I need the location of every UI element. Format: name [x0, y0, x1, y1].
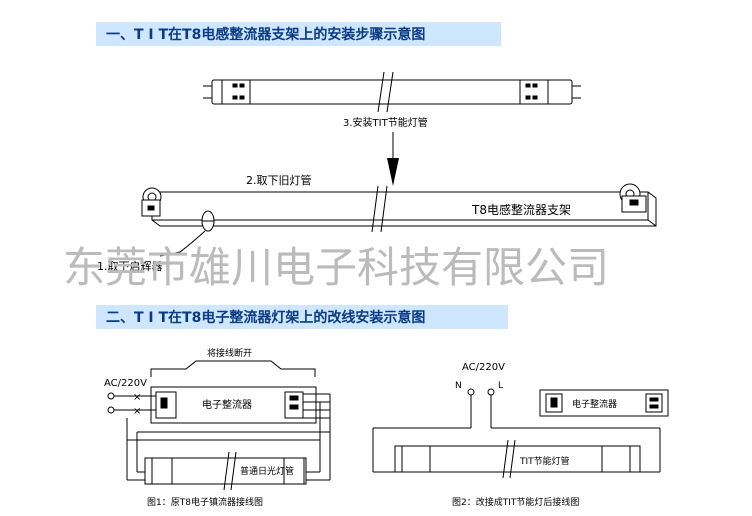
step1-leader — [159, 230, 206, 257]
t8-fixture-drawing — [141, 183, 657, 233]
figure2-l-label: L — [498, 381, 503, 391]
step2-label: 2.取下旧灯管 — [246, 173, 312, 187]
figure2-ac-label: AC/220V — [462, 362, 505, 373]
svg-text:×: × — [133, 392, 141, 403]
figure2-ballast-label: 电子整流器 — [572, 398, 617, 410]
cut-note: 将接线断开 — [207, 347, 252, 359]
step3-label: 3.安装TIT节能灯管 — [343, 116, 428, 129]
section1-header: 一、T I T在T8电感整流器支架上的安装步骤示意图 — [96, 22, 501, 46]
tit-tube-diagram — [203, 71, 581, 113]
figure2-n-label: N — [455, 381, 462, 391]
section2-header: 二、T I T在T8电子整流器灯架上的改线安装示意图 — [96, 305, 508, 329]
figure2-caption: 图2：改接成TIT节能灯后接线图 — [452, 496, 579, 508]
fixture-label: T8电感整流器支架 — [471, 202, 571, 217]
figure1-ac-label: AC/220V — [104, 378, 147, 389]
figure2-tube-label: TIT节能灯管 — [519, 455, 570, 467]
figure1-wiring: × × — [107, 360, 331, 491]
figure1-caption: 图1：原T8电子镇流器接线图 — [147, 496, 263, 508]
svg-text:×: × — [133, 406, 141, 417]
figure1-ballast-label: 电子整流器 — [202, 398, 252, 411]
insert-arrow — [387, 132, 399, 186]
company-watermark: 东莞市雄川电子科技有限公司 — [63, 243, 609, 292]
step1-label: 1.取下启辉器 — [97, 260, 163, 273]
figure2-wiring — [372, 388, 669, 479]
figure1-tube-label: 普通日光灯管 — [240, 465, 294, 477]
